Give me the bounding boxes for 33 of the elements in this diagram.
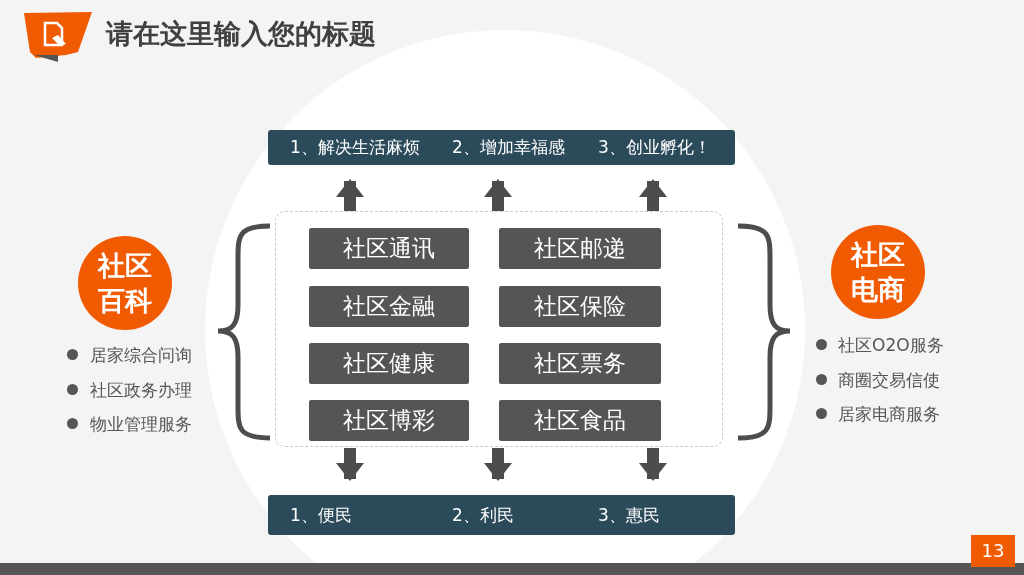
bullet-text: 居家电商服务 (838, 403, 940, 426)
service-box: 社区邮递 (499, 228, 661, 269)
service-box: 社区通讯 (309, 228, 469, 269)
service-box: 社区保险 (499, 286, 661, 327)
block-arrow (336, 179, 364, 211)
banner-text: 3、惠民 (598, 504, 660, 527)
block-arrow (484, 179, 512, 211)
service-box: 社区博彩 (309, 400, 469, 441)
bullet-text: 商圈交易信使 (838, 369, 940, 392)
service-box: 社区票务 (499, 343, 661, 384)
dashed-frame (275, 211, 723, 447)
bullet-text: 社区O2O服务 (838, 334, 944, 357)
badge-text: 社区百科 (96, 249, 153, 318)
block-arrow (484, 448, 512, 481)
banner-text: 2、利民 (452, 504, 514, 527)
title: 请在这里输入您的标题 (106, 17, 376, 51)
banner-text: 1、解决生活麻烦 (290, 136, 420, 159)
bullet-text: 物业管理服务 (90, 413, 192, 436)
bullet-text: 居家综合问询 (90, 344, 192, 367)
page-number: 13 (971, 535, 1015, 567)
banner-text: 2、增加幸福感 (452, 136, 565, 159)
service-box: 社区健康 (309, 343, 469, 384)
block-arrow (639, 179, 667, 211)
block-arrow (639, 448, 667, 481)
bullet-text: 社区政务办理 (90, 379, 192, 402)
banner-text: 3、创业孵化！ (598, 136, 711, 159)
block-arrow (336, 448, 364, 481)
banner-text: 1、便民 (290, 504, 352, 527)
service-box: 社区食品 (499, 400, 661, 441)
badge-text: 社区电商 (849, 238, 906, 307)
banner (268, 495, 735, 535)
service-box: 社区金融 (309, 286, 469, 327)
banner (268, 130, 735, 165)
